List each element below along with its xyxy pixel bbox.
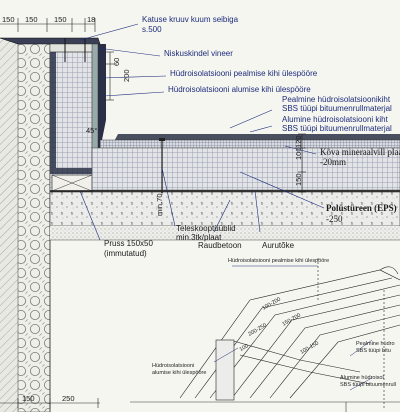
bottom-dimension-line [0, 398, 100, 408]
label-flashing-spacing: s.500 [142, 25, 162, 34]
label-upper-layer-1: Pealmine hüdroisolatsioonikiht [282, 95, 391, 104]
inset-label-right-a1: Pealmine hüdro [356, 341, 395, 347]
leader-lines [79, 23, 325, 241]
dim-bottom-1: 150 [22, 394, 35, 403]
label-eps-thickness: -250 [326, 214, 343, 224]
ceiling-layer [50, 226, 400, 240]
masonry-wall [17, 39, 51, 412]
dim-side-100: 100 [294, 147, 303, 160]
dim-bottom-2: 250 [62, 394, 75, 403]
label-beam-treated: (immutatud) [104, 249, 147, 258]
dim-side-120: 120 [294, 135, 303, 148]
label-upper-layer-2: SBS tüüpi bituumenrullmaterjal [282, 104, 392, 113]
upper-layer-flap [98, 44, 106, 160]
inset-label-left-1: Hüdroisolatsiooni [152, 363, 195, 369]
concrete-slab [49, 191, 400, 227]
label-upper-upturn: Hüdroisolatsiooni pealmise kihi ülespöör… [170, 69, 318, 78]
dim-side-60: 60 [112, 57, 121, 66]
label-beam: Pruss 150x50 [104, 239, 153, 248]
dim-board: min.70 [155, 193, 164, 216]
label-lower-upturn: Hüdroisolatsiooni alumise kihi ülespööre [168, 85, 311, 94]
side-dimension-line [106, 51, 306, 193]
label-lower-layer-1: Alumine hüdroisolatsiooni kiht [282, 115, 388, 124]
dim-top-4: 18 [87, 15, 96, 24]
label-vapour-barrier: Aurutõke [262, 241, 295, 250]
dim-top-2: 150 [25, 15, 38, 24]
dim-side-150: 150 [294, 173, 303, 186]
inset-label-right-a2: SBS tüüpi bitu [356, 348, 391, 354]
label-concrete: Raudbetoon [198, 241, 242, 250]
top-dimension-line [0, 18, 96, 32]
outer-wall-plaster [0, 40, 18, 412]
inset-label-left-2: alumise kihi ülespööre [152, 370, 207, 376]
dim-angle: 45° [86, 126, 98, 135]
inset-isometric-detail [179, 258, 400, 410]
label-lower-layer-2: SBS tüüpi bituumenrullmaterjal [282, 124, 392, 133]
label-eps: Polüstüreen (EPS) [326, 203, 397, 213]
telescopic-fastener [159, 138, 165, 193]
label-telescopic-count: min.3tk/plaat [176, 233, 222, 242]
inset-label-top: Hüdroisolatsiooni pealmise kihi ülespöör… [228, 258, 330, 264]
label-mineral-wool-thickness: -20mm [320, 157, 346, 167]
inset-label-right-b2: SBS tüüpi bituumenrull [340, 382, 396, 388]
label-flashing: Katuse kruuv kuum seibiga [142, 15, 239, 24]
dim-side-200: 200 [122, 69, 131, 82]
dim-top-3: 150 [54, 15, 67, 24]
label-telescopic: Teleskooptüüblid [176, 224, 236, 233]
label-mineral-wool: Kõva mineraalvill plaat [320, 147, 400, 157]
inset-label-right-b1: Alumine hüdroisol [340, 375, 384, 381]
eps-insulation [91, 147, 400, 191]
dim-top-1: 150 [2, 15, 15, 24]
label-fascia: Niskuskindel vineer [164, 49, 233, 58]
